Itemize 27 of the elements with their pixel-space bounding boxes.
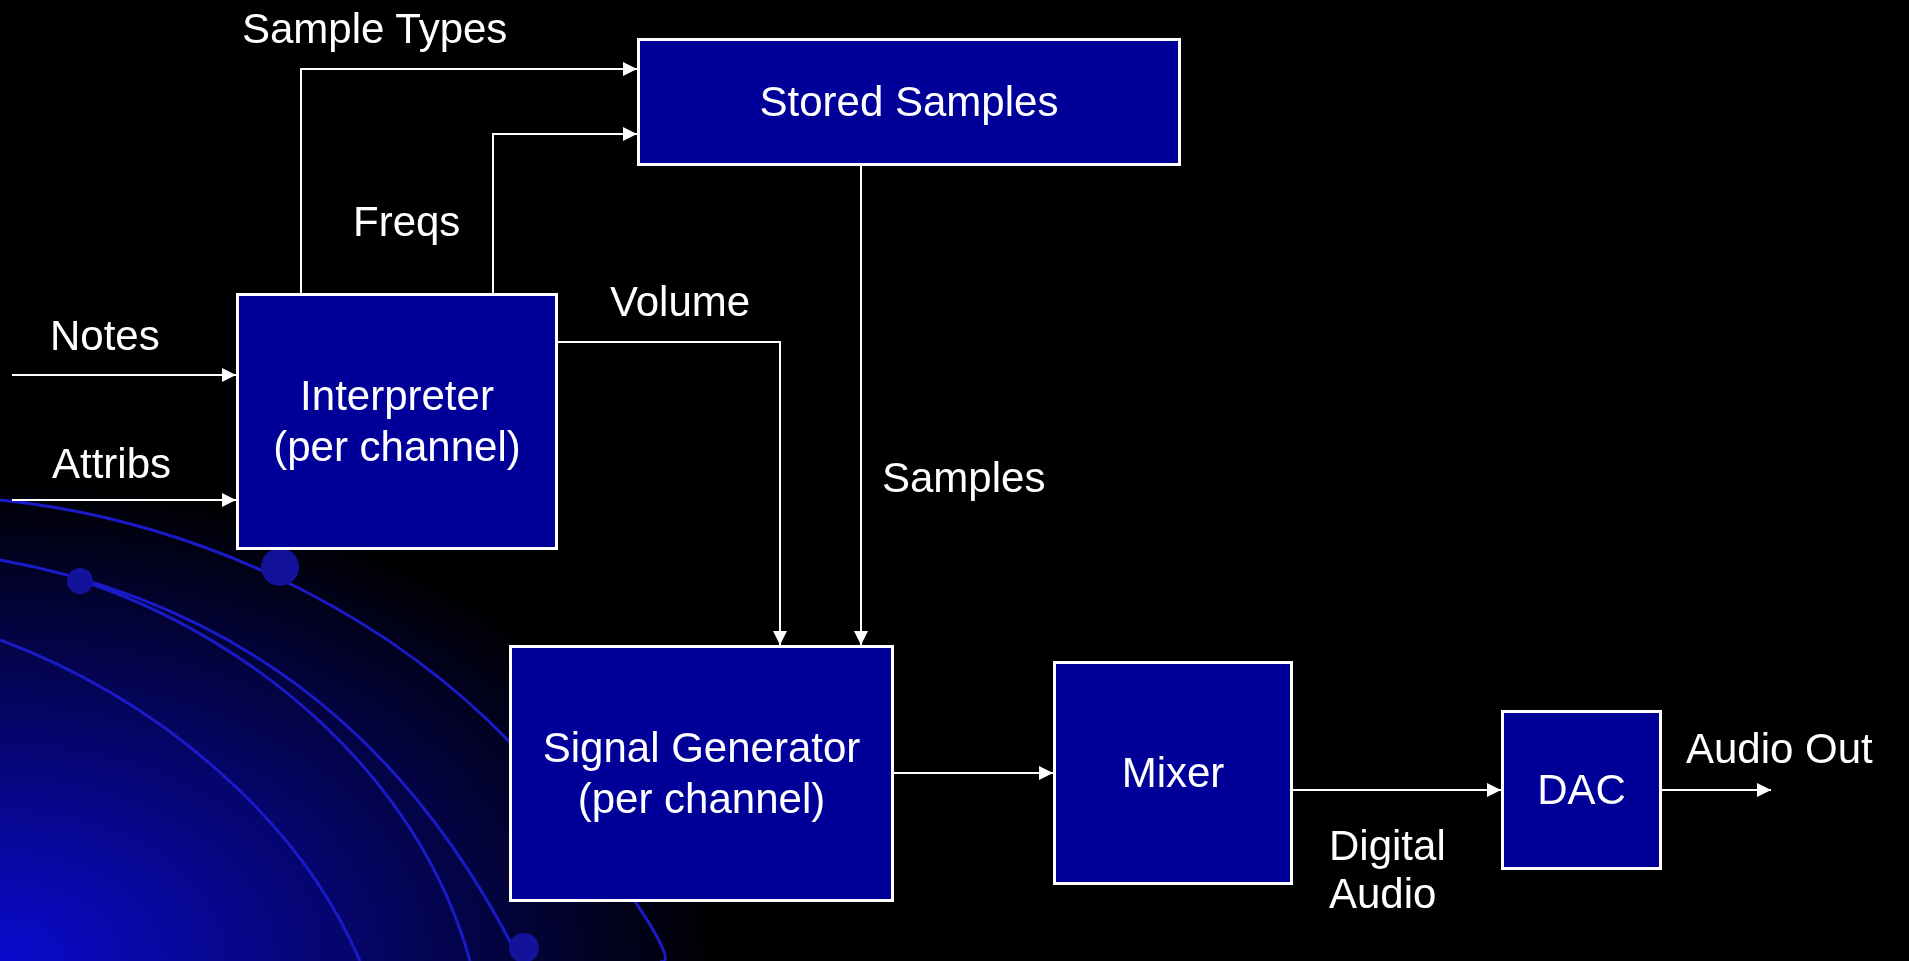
process-box [1501, 710, 1662, 870]
arrow [1292, 783, 1502, 797]
edge-label: Samples [882, 454, 1046, 503]
arrow [492, 127, 638, 294]
edge-label: Audio Out [1686, 725, 1873, 774]
edge-label: Digital Audio [1329, 822, 1447, 919]
arrow [300, 62, 638, 294]
box-label: Mixer [1121, 747, 1225, 798]
edge-label: Volume [610, 278, 751, 327]
edge-label: Sample Types [242, 5, 508, 54]
edge-label: Attribs [52, 440, 172, 489]
arrow [1661, 783, 1772, 797]
process-box [236, 293, 558, 550]
arrow [854, 165, 868, 646]
box-label: Interpreter (per channel) [272, 371, 522, 472]
edge-label: Freqs [353, 198, 461, 247]
box-label: Signal Generator (per channel) [541, 723, 862, 824]
arrow [11, 368, 237, 382]
arrow [557, 341, 787, 646]
box-label: Stored Samples [759, 76, 1059, 127]
arrow [893, 766, 1054, 780]
process-box [637, 38, 1181, 166]
process-box [509, 645, 894, 902]
process-box [1053, 661, 1293, 885]
box-label: DAC [1537, 764, 1626, 815]
edge-label: Notes [50, 312, 160, 361]
arrow [11, 493, 237, 507]
